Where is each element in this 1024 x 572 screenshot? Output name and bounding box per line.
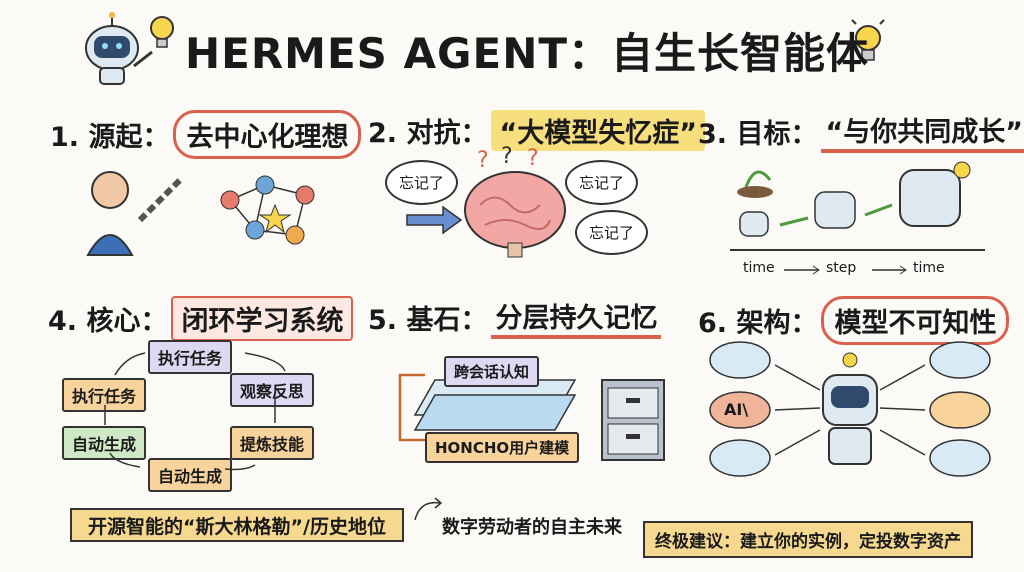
- section-3-highlight: “与你共同成长”: [821, 110, 1024, 153]
- section-4-highlight: 闭环学习系统: [171, 296, 354, 341]
- section-2-highlight: “大模型失忆症”: [491, 110, 705, 151]
- loop-step-distill: 提炼技能: [230, 426, 315, 460]
- section-6-heading: 6. 架构： 模型不可知性: [698, 296, 1010, 345]
- section-4-number: 4. 核心：: [48, 306, 168, 337]
- svg-text:?: ?: [477, 148, 489, 173]
- section-2-heading: 2. 对抗： “大模型失忆症”: [368, 110, 705, 151]
- footer-note: 数字劳动者的自主未来: [442, 517, 622, 538]
- svg-text:?: ?: [527, 146, 539, 171]
- arrow-right-icon: [406, 205, 463, 235]
- section-6-number: 6. 架构：: [698, 308, 818, 339]
- brain-icon: [464, 171, 566, 258]
- footer-banner: 开源智能的“斯大林格勒”/历史地位: [70, 508, 404, 542]
- thought-bubble-3: 忘记了: [575, 210, 649, 255]
- section-5-highlight: 分层持久记忆: [491, 296, 662, 339]
- section-1-heading: 1. 源起： 去中心化理想: [50, 110, 362, 159]
- anthropic-logo: AI\: [724, 400, 749, 419]
- loop-arrows: [104, 352, 286, 471]
- curved-arrow-icon: [414, 497, 443, 521]
- loop-step-execute-top: 执行任务: [148, 340, 233, 374]
- section-4-heading: 4. 核心： 闭环学习系统: [48, 296, 354, 341]
- timeline-label-2: step: [826, 260, 857, 276]
- svg-text:?: ?: [501, 145, 513, 169]
- thought-bubble-2: 忘记了: [565, 160, 639, 205]
- section-1-number: 1. 源起：: [50, 122, 170, 153]
- memory-layer-honcho: HONCHO用户建模: [425, 432, 580, 463]
- timeline-label-3: time: [913, 260, 945, 276]
- model-agnostic-illustration: [709, 341, 991, 477]
- loop-step-observe: 观察反思: [230, 373, 315, 407]
- section-3-number: 3. 目标：: [698, 119, 818, 150]
- section-2-number: 2. 对抗：: [368, 118, 488, 149]
- lightbulb-icon: [851, 19, 885, 61]
- thought-bubble-1: 忘记了: [385, 160, 459, 205]
- section-5-number: 5. 基石：: [368, 305, 488, 336]
- section-6-highlight: 模型不可知性: [821, 296, 1010, 345]
- lightbulb-icon: [150, 16, 174, 48]
- decentralized-network-illustration: [86, 171, 315, 256]
- model-cloud-icons: [709, 341, 991, 477]
- robot-mascot-icon: [85, 12, 153, 85]
- page-title: HERMES AGENT：自生长智能体: [185, 29, 870, 78]
- file-cabinet-icon: [601, 379, 665, 461]
- final-advice: 终极建议：建立你的实例，定投数字资产: [643, 521, 973, 558]
- loop-step-generate-left: 自动生成: [62, 426, 147, 460]
- section-5-heading: 5. 基石： 分层持久记忆: [368, 296, 662, 339]
- growth-timeline-illustration: [730, 161, 985, 251]
- loop-step-execute-left: 执行任务: [62, 378, 147, 412]
- question-marks-icon: ? ? ?: [477, 145, 539, 173]
- section-3-heading: 3. 目标： “与你共同成长”: [698, 110, 1024, 153]
- section-1-highlight: 去中心化理想: [173, 110, 362, 159]
- loop-step-generate-bottom: 自动生成: [148, 458, 233, 492]
- memory-layer-cross-session: 跨会话认知: [444, 356, 540, 387]
- timeline-label-1: time: [743, 260, 775, 276]
- timeline-arrows: [784, 265, 907, 275]
